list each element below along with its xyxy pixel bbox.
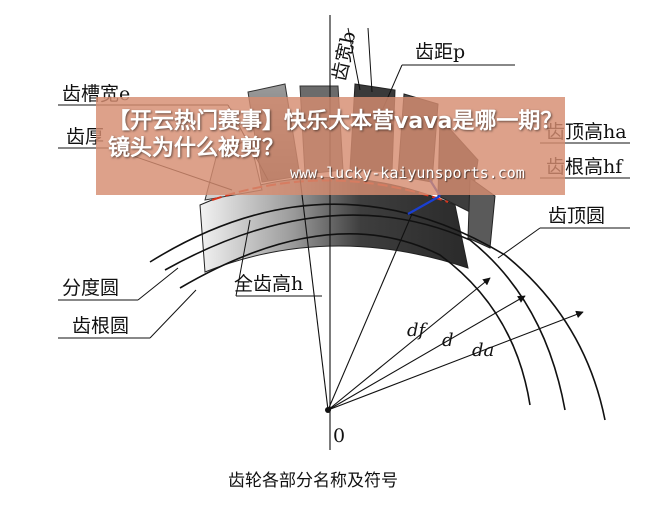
label-whole-depth: 全齿高h (234, 273, 303, 295)
label-pitch: 齿距p (415, 41, 465, 63)
label-center: 0 (333, 425, 345, 447)
tip-circle-arc (149, 203, 606, 421)
root-circle-arc (179, 233, 531, 406)
caption: 齿轮各部分名称及符号 (228, 471, 398, 491)
label-root-circle: 齿根圆 (72, 315, 129, 337)
diameter-lines (299, 177, 584, 411)
label-pitch-circle: 分度圆 (62, 277, 119, 299)
watermark-url: www.lucky-kaiyunsports.com (290, 164, 525, 182)
pitch-circle-arc (164, 214, 566, 411)
label-tooth-thickness: 齿厚 (66, 126, 104, 148)
label-dedendum: 齿根高hf (546, 156, 624, 178)
center-point (325, 407, 331, 413)
watermark-band (96, 97, 565, 195)
label-root-diameter: df (407, 320, 429, 341)
label-tooth-width: 齿宽b (328, 29, 360, 83)
label-tip-diameter: da (472, 340, 494, 361)
label-tip-circle: 齿顶圆 (548, 205, 605, 227)
label-addendum: 齿顶高ha (546, 121, 627, 143)
watermark-title: 【开云热门赛事】快乐大本营vava是哪一期？镜头为什么被剪？ (108, 109, 563, 161)
label-pitch-diameter: d (442, 330, 454, 351)
